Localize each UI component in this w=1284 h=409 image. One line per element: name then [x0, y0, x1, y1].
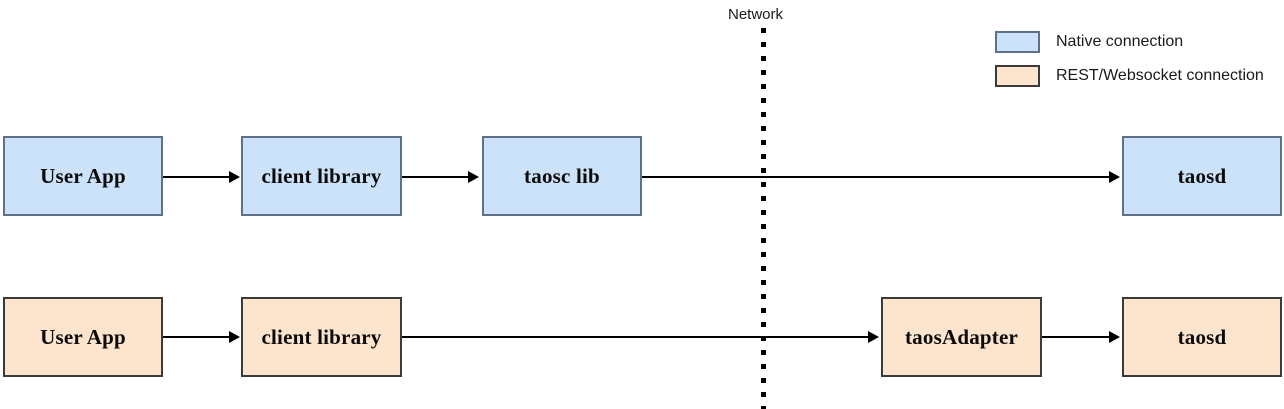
legend-swatch-rest-icon [995, 65, 1040, 87]
arrowhead-taosadapter [868, 331, 879, 343]
node-label: taosd [1177, 324, 1227, 349]
node-taosc-lib[interactable]: taosc lib [482, 136, 642, 216]
connector-userapp-to-clientlib-native [163, 176, 229, 178]
node-label: User App [40, 163, 126, 188]
node-taosd-native[interactable]: taosd [1122, 136, 1282, 216]
network-divider-label: Network [728, 6, 784, 23]
arrowhead-taosd-rest [1109, 331, 1120, 343]
network-divider-line [761, 28, 766, 409]
node-taosd-rest[interactable]: taosd [1122, 297, 1282, 377]
node-label: taosAdapter [904, 324, 1019, 349]
node-user-app-rest[interactable]: User App [3, 297, 163, 377]
node-label: taosc lib [524, 163, 600, 188]
legend-label-native: Native connection [1056, 33, 1184, 50]
node-label: client library [261, 324, 382, 349]
legend-item-native: Native connection [995, 30, 1264, 54]
node-taosadapter[interactable]: taosAdapter [881, 297, 1042, 377]
connector-taosc-to-taosd-native [642, 176, 1109, 178]
legend-swatch-native-icon [995, 31, 1040, 53]
node-client-library-rest[interactable]: client library [241, 297, 402, 377]
arrowhead-clientlib-rest [229, 331, 240, 343]
arrowhead-clientlib-native [229, 171, 240, 183]
node-label: taosd [1177, 163, 1227, 188]
legend-item-rest: REST/Websocket connection [995, 64, 1264, 88]
legend: Native connection REST/Websocket connect… [995, 30, 1264, 98]
node-label: client library [261, 163, 382, 188]
arrowhead-taosd-native [1109, 171, 1120, 183]
arrowhead-taosc-native [468, 171, 479, 183]
legend-label-rest: REST/Websocket connection [1056, 67, 1264, 84]
connector-taosadapter-to-taosd [1042, 336, 1109, 338]
connector-clientlib-to-taosc-native [402, 176, 468, 178]
node-label: User App [40, 324, 126, 349]
node-user-app-native[interactable]: User App [3, 136, 163, 216]
connector-clientlib-to-taosadapter [402, 336, 868, 338]
connector-userapp-to-clientlib-rest [163, 336, 229, 338]
node-client-library-native[interactable]: client library [241, 136, 402, 216]
